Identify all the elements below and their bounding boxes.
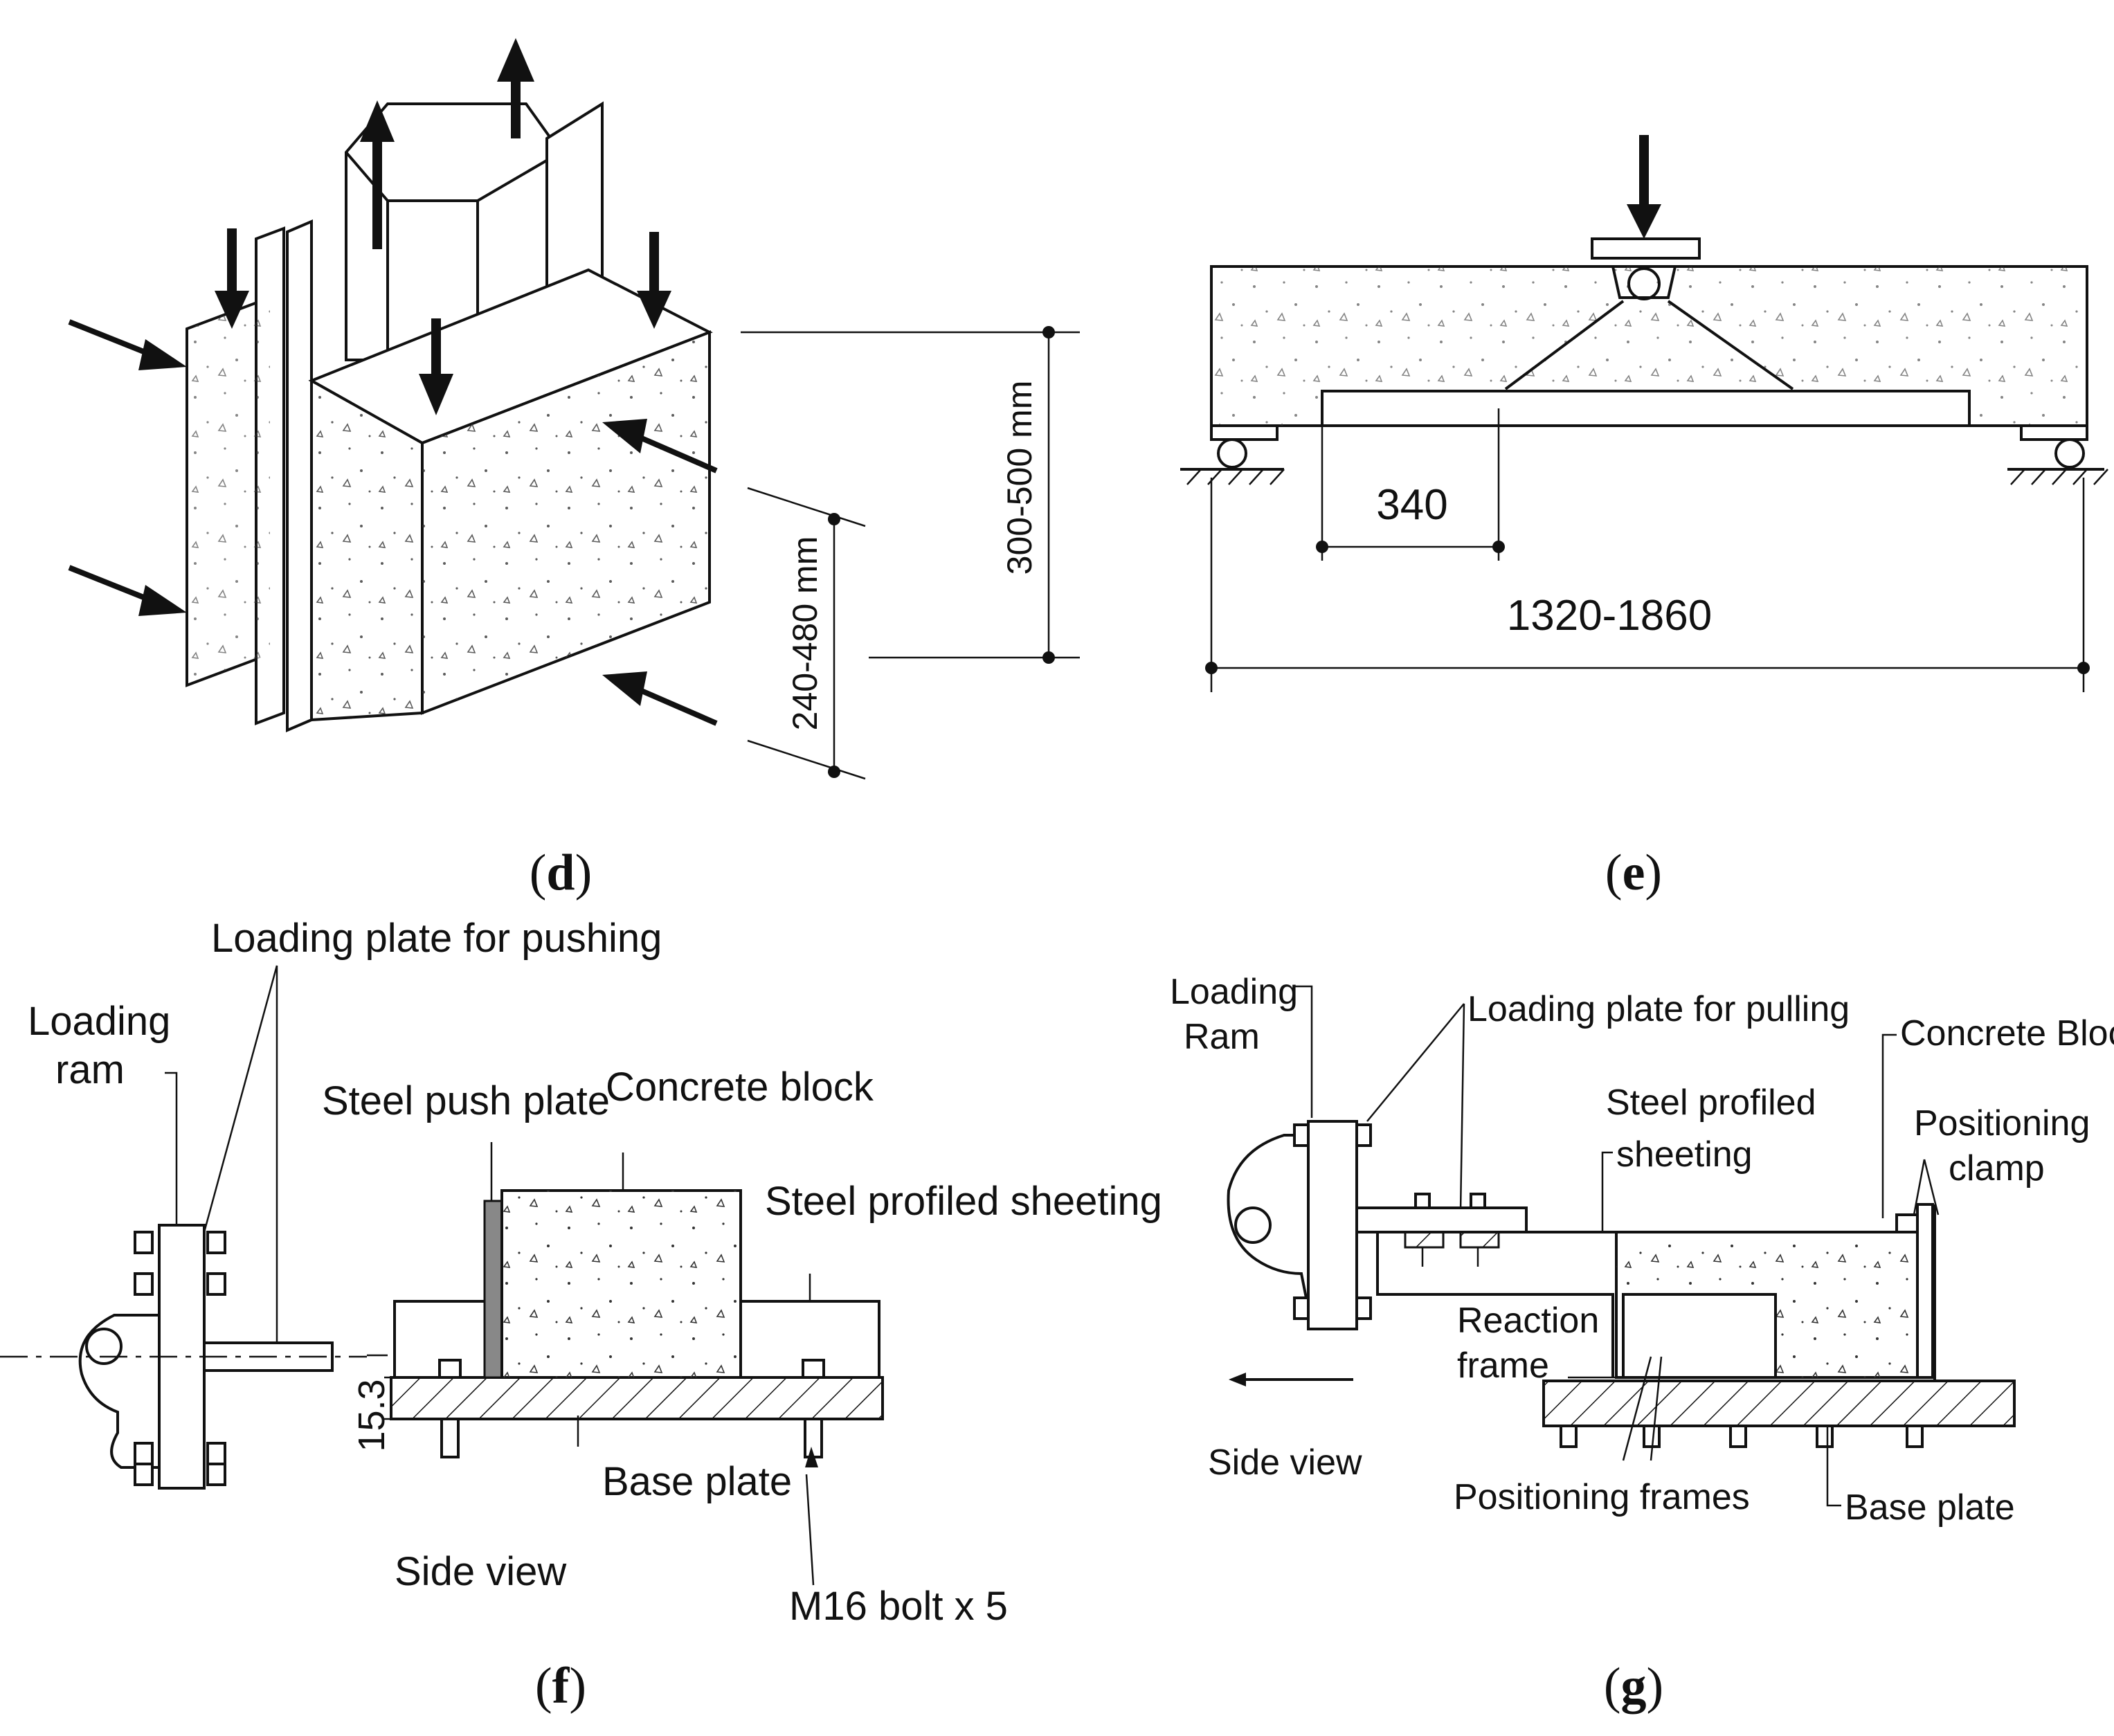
caption-f: (f) — [535, 1658, 586, 1715]
label-g-reaction-frame-1: Reaction — [1457, 1301, 1599, 1341]
dim-depth-label: 240-480 mm — [786, 536, 824, 731]
caption-g: (g) — [1604, 1658, 1663, 1715]
label-g-reaction-frame-2: frame — [1457, 1346, 1549, 1386]
label-loading-ram-1: Loading — [28, 999, 170, 1044]
upward-arrows — [360, 38, 534, 249]
loading-ram-g — [1227, 1134, 1310, 1309]
dim-short-label: 340 — [1376, 481, 1447, 529]
panel-g-pull-test-side-view: Loading Ram Loading plate for pulling Co… — [1170, 972, 2114, 1715]
label-g-positioning-clamp-2: clamp — [1949, 1148, 2045, 1188]
label-steel-profiled-sheeting: Steel profiled sheeting — [765, 1179, 1162, 1224]
loading-plate — [1591, 237, 1701, 260]
panel-e-beam-test: 340 1320-1860 (e) — [1180, 135, 2108, 901]
label-g-loading-plate: Loading plate for pulling — [1467, 989, 1850, 1029]
label-steel-push-plate: Steel push plate — [322, 1078, 610, 1123]
left-support — [1180, 424, 1285, 485]
loading-plate-pulling — [1355, 1206, 1528, 1233]
label-g-base-plate: Base plate — [1845, 1488, 2015, 1528]
label-thickness: 15.3 — [351, 1379, 392, 1452]
label-g-loading-ram-1: Loading — [1170, 972, 1298, 1012]
dimension-span — [1205, 478, 2090, 692]
loading-ram — [78, 1314, 161, 1469]
dim-height-label: 300-500 mm — [1000, 381, 1039, 575]
steel-push-plate — [483, 1200, 503, 1379]
label-loading-ram-2: ram — [55, 1047, 125, 1092]
panel-d-push-specimen: 300-500 mm 240-480 mm (d) — [68, 38, 1080, 901]
label-g-positioning-clamp-1: Positioning — [1914, 1103, 2090, 1143]
label-concrete-block: Concrete block — [606, 1065, 874, 1110]
label-bolt: M16 bolt x 5 — [789, 1584, 1008, 1629]
dim-span-label: 1320-1860 — [1507, 592, 1713, 640]
steel-sheet — [1321, 390, 1971, 427]
caption-e: (e) — [1605, 844, 1662, 901]
right-support — [2007, 424, 2108, 485]
positioning-frame — [1622, 1293, 1777, 1379]
label-base-plate: Base plate — [602, 1459, 792, 1504]
label-g-steel-profiled-1: Steel profiled — [1606, 1083, 1816, 1123]
label-g-steel-profiled-2: sheeting — [1616, 1134, 1753, 1175]
label-side-view: Side view — [395, 1549, 567, 1594]
positioning-clamp — [1916, 1203, 1934, 1379]
ram-flange-g — [1307, 1120, 1358, 1330]
downward-arrows — [215, 228, 671, 415]
label-g-side-view: Side view — [1208, 1443, 1362, 1483]
reaction-frame — [1376, 1232, 1614, 1377]
label-loading-plate-pushing: Loading plate for pushing — [211, 916, 662, 961]
dimension-lines-d — [741, 326, 1080, 780]
steel-sheet-middle — [286, 219, 313, 733]
label-g-concrete-block: Concrete Block — [1900, 1013, 2114, 1054]
label-g-loading-ram-2: Ram — [1184, 1017, 1260, 1057]
caption-d: (d) — [530, 844, 592, 901]
label-g-positioning-frames: Positioning frames — [1454, 1477, 1750, 1517]
panel-f-push-test-side-view: 15.3 Loading plate for pushing Loading r… — [0, 916, 1162, 1715]
dimension-340 — [1316, 408, 1505, 561]
lateral-arrows — [68, 319, 718, 726]
